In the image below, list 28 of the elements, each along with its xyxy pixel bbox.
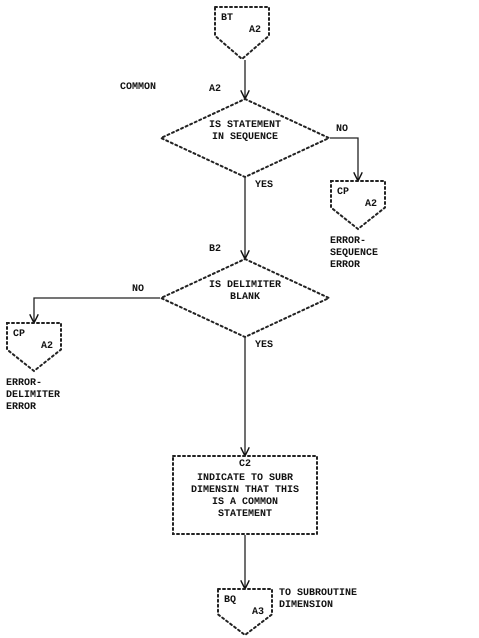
- arrow: [240, 338, 250, 457]
- off-page-connector: [217, 588, 273, 636]
- process-text: INDICATE TO SUBR DIMENSIN THAT THIS IS A COMMON STATEMENT: [190, 473, 300, 521]
- decision-question: IS DELIMITER BLANK: [208, 280, 282, 304]
- connector-id: CP: [13, 329, 26, 341]
- connector-id: CP: [337, 187, 350, 199]
- page-reference: A2: [40, 341, 53, 353]
- process-box: [172, 455, 318, 535]
- annotation-text: ERROR- DELIMITER ERROR: [6, 378, 62, 414]
- annotation-text: TO SUBROUTINE DIMENSION: [279, 588, 358, 612]
- annotation-text: COMMON: [120, 82, 158, 94]
- arrow: [240, 60, 250, 100]
- annotation-text: ERROR- SEQUENCE ERROR: [330, 236, 380, 272]
- connector-id: BQ: [224, 595, 236, 607]
- arrow: [28, 297, 160, 324]
- block-id: A2: [209, 84, 222, 96]
- block-id: B2: [209, 244, 222, 256]
- decision-question: IS STATEMENT IN SEQUENCE: [208, 120, 282, 144]
- off-page-connector: [6, 322, 62, 372]
- off-page-connector: [330, 180, 386, 230]
- connector-id: BT: [221, 13, 234, 25]
- arrow: [330, 137, 364, 182]
- page-reference: A3: [252, 607, 264, 619]
- arrow: [240, 535, 250, 590]
- page-reference: A2: [364, 199, 377, 211]
- off-page-connector: [214, 6, 270, 60]
- page-reference: A2: [248, 25, 261, 37]
- arrow: [240, 178, 250, 260]
